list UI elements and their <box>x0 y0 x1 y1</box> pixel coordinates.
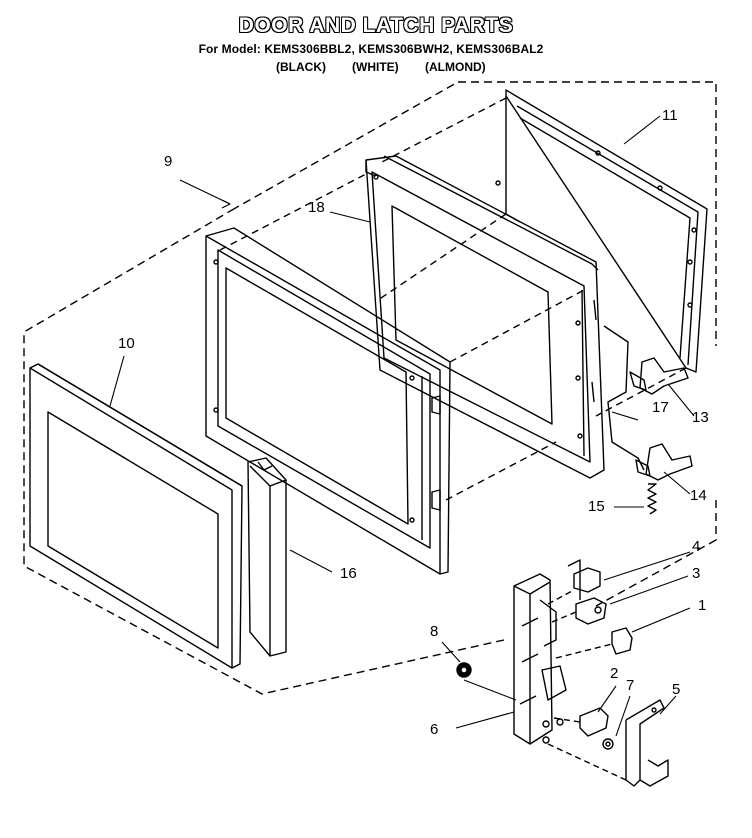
callout-9: 9 <box>164 153 173 170</box>
callout-10: 10 <box>118 335 135 352</box>
part-3-switch <box>575 597 607 625</box>
leader-lines <box>109 115 695 737</box>
callout-6: 6 <box>430 721 439 738</box>
door-frame <box>205 227 451 575</box>
callout-2: 2 <box>610 665 619 682</box>
part-7-screw <box>602 738 614 750</box>
callout-13: 13 <box>692 409 709 426</box>
callout-4: 4 <box>692 538 701 555</box>
part-14-lower-latch <box>635 443 693 481</box>
color-white: (WHITE) <box>352 60 399 74</box>
callout-7: 7 <box>626 677 635 694</box>
part-13-upper-latch <box>629 357 689 395</box>
callout-17: 17 <box>652 399 669 416</box>
part-4-switch <box>567 559 601 600</box>
model-list: For Model: KEMS306BBL2, KEMS306BWH2, KEM… <box>198 42 544 56</box>
part-18-inner-frame <box>365 155 605 479</box>
part-16-latch-cover <box>247 457 287 657</box>
color-almond: (ALMOND) <box>425 60 486 74</box>
part-5-actuator <box>625 699 669 787</box>
callout-16: 16 <box>340 565 357 582</box>
callout-15: 15 <box>588 498 605 515</box>
door-assembly-boundary <box>23 81 717 695</box>
callout-5: 5 <box>672 681 681 698</box>
corner-mark: ' <box>746 0 748 7</box>
part-17-latch-spring <box>603 325 645 471</box>
part-15-spring <box>647 483 657 515</box>
callout-3: 3 <box>692 565 701 582</box>
part-1-switch <box>611 627 633 655</box>
part-2-switch <box>556 707 609 737</box>
color-black: (BLACK) <box>276 60 326 74</box>
callout-14: 14 <box>690 487 707 504</box>
part-10-door-front <box>29 363 243 669</box>
part-8-nut <box>456 662 472 678</box>
callout-1: 1 <box>698 597 707 614</box>
callout-8: 8 <box>430 623 439 640</box>
part-6-latch-board <box>513 573 567 745</box>
callout-18: 18 <box>308 199 325 216</box>
diagram-title: DOOR AND LATCH PARTS <box>238 14 514 37</box>
callout-11: 11 <box>662 107 678 124</box>
